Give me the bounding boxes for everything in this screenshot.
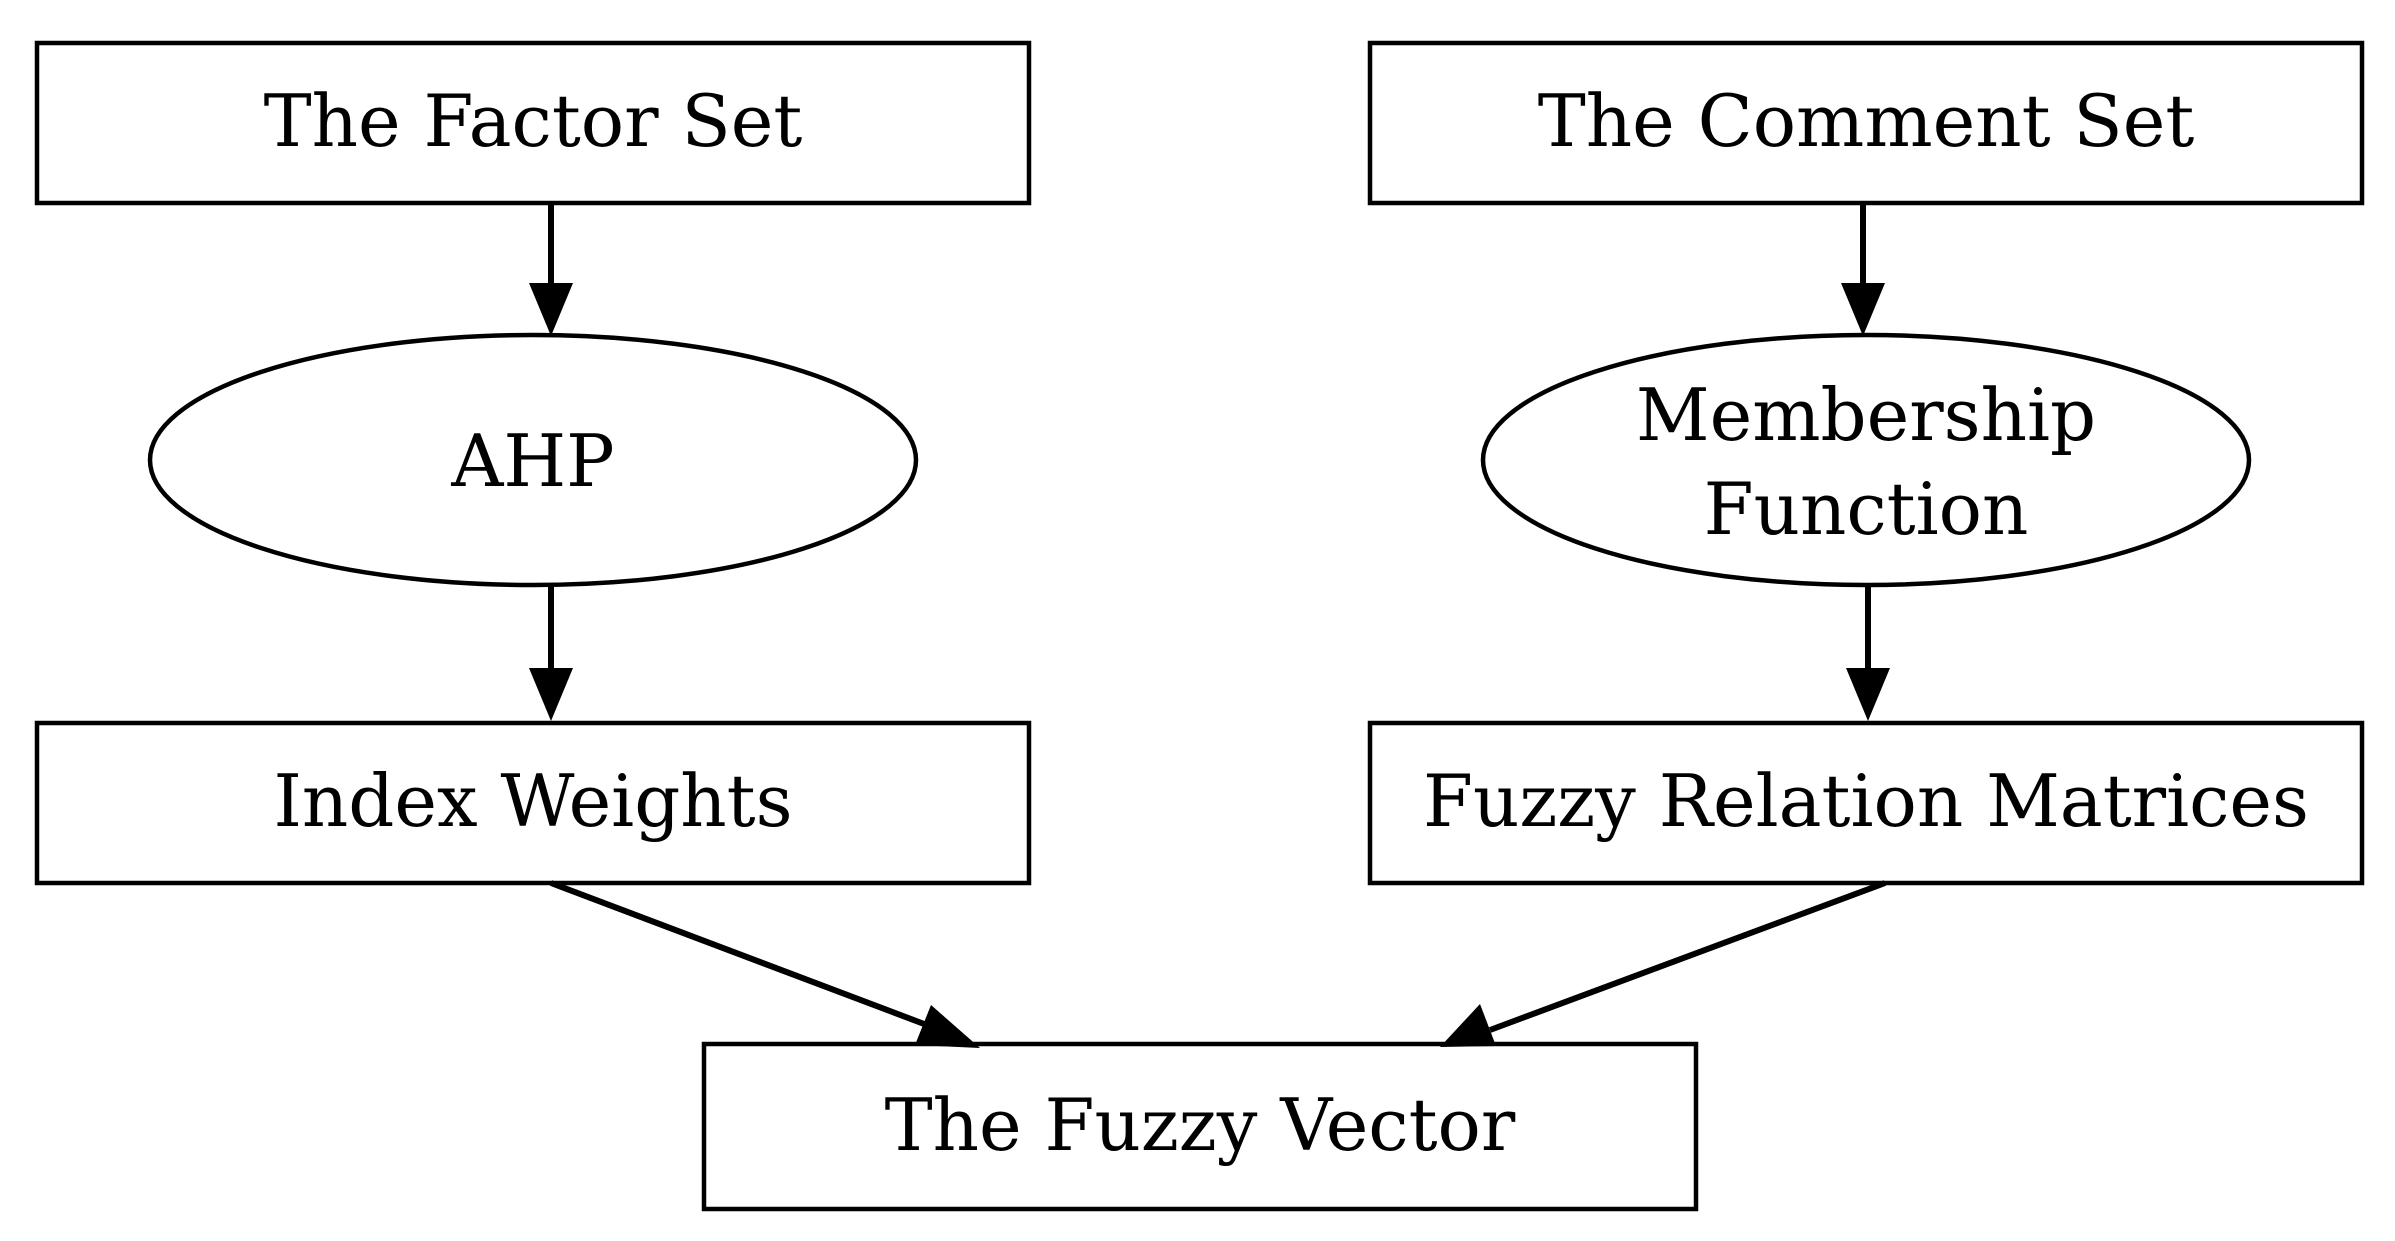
fuzzy-relation-matrices-label: Fuzzy Relation Matrices — [1423, 759, 2309, 843]
edge-comment-set-to-membership — [1841, 203, 1885, 336]
arrowhead-icon — [529, 668, 573, 721]
edge-ahp-to-index-weights — [529, 585, 573, 721]
node-fuzzy-vector: The Fuzzy Vector — [701, 1041, 1699, 1212]
ahp-ellipse — [147, 332, 919, 588]
factor-set-label: The Factor Set — [264, 79, 803, 163]
index-weights-box — [34, 720, 1032, 886]
edge-fuzzy-relation-to-fuzzy-vector — [1440, 880, 1887, 1047]
arrowhead-icon — [1846, 668, 1890, 721]
edge-line — [549, 880, 942, 1033]
comment-set-label: The Comment Set — [1538, 79, 2195, 163]
membership-function-label-line1: Membership — [1636, 373, 2096, 457]
fuzzy-vector-label: The Fuzzy Vector — [885, 1083, 1516, 1167]
index-weights-label: Index Weights — [273, 759, 792, 843]
factor-set-box — [34, 40, 1032, 206]
edge-index-weights-to-fuzzy-vector — [549, 880, 980, 1048]
arrowhead-icon — [1440, 1004, 1496, 1047]
arrowhead-icon — [529, 283, 573, 336]
fuzzy-relation-matrices-box — [1367, 720, 2365, 886]
node-ahp: AHP — [147, 332, 919, 588]
edge-line — [1488, 880, 1887, 1033]
fuzzy-vector-box — [701, 1041, 1699, 1212]
node-index-weights: Index Weights — [34, 720, 1032, 886]
node-membership-function: Membership Function — [1480, 332, 2252, 588]
node-factor-set: The Factor Set — [34, 40, 1032, 206]
comment-set-box — [1367, 40, 2365, 206]
edge-membership-to-fuzzy-relation — [1846, 585, 1890, 721]
ahp-label: AHP — [450, 419, 614, 503]
edge-factor-set-to-ahp — [529, 203, 573, 336]
arrowhead-icon — [1841, 283, 1885, 336]
node-fuzzy-relation-matrices: Fuzzy Relation Matrices — [1367, 720, 2365, 886]
membership-function-label-line2: Function — [1704, 467, 2029, 551]
arrowhead-icon — [915, 1005, 980, 1048]
node-comment-set: The Comment Set — [1367, 40, 2365, 206]
